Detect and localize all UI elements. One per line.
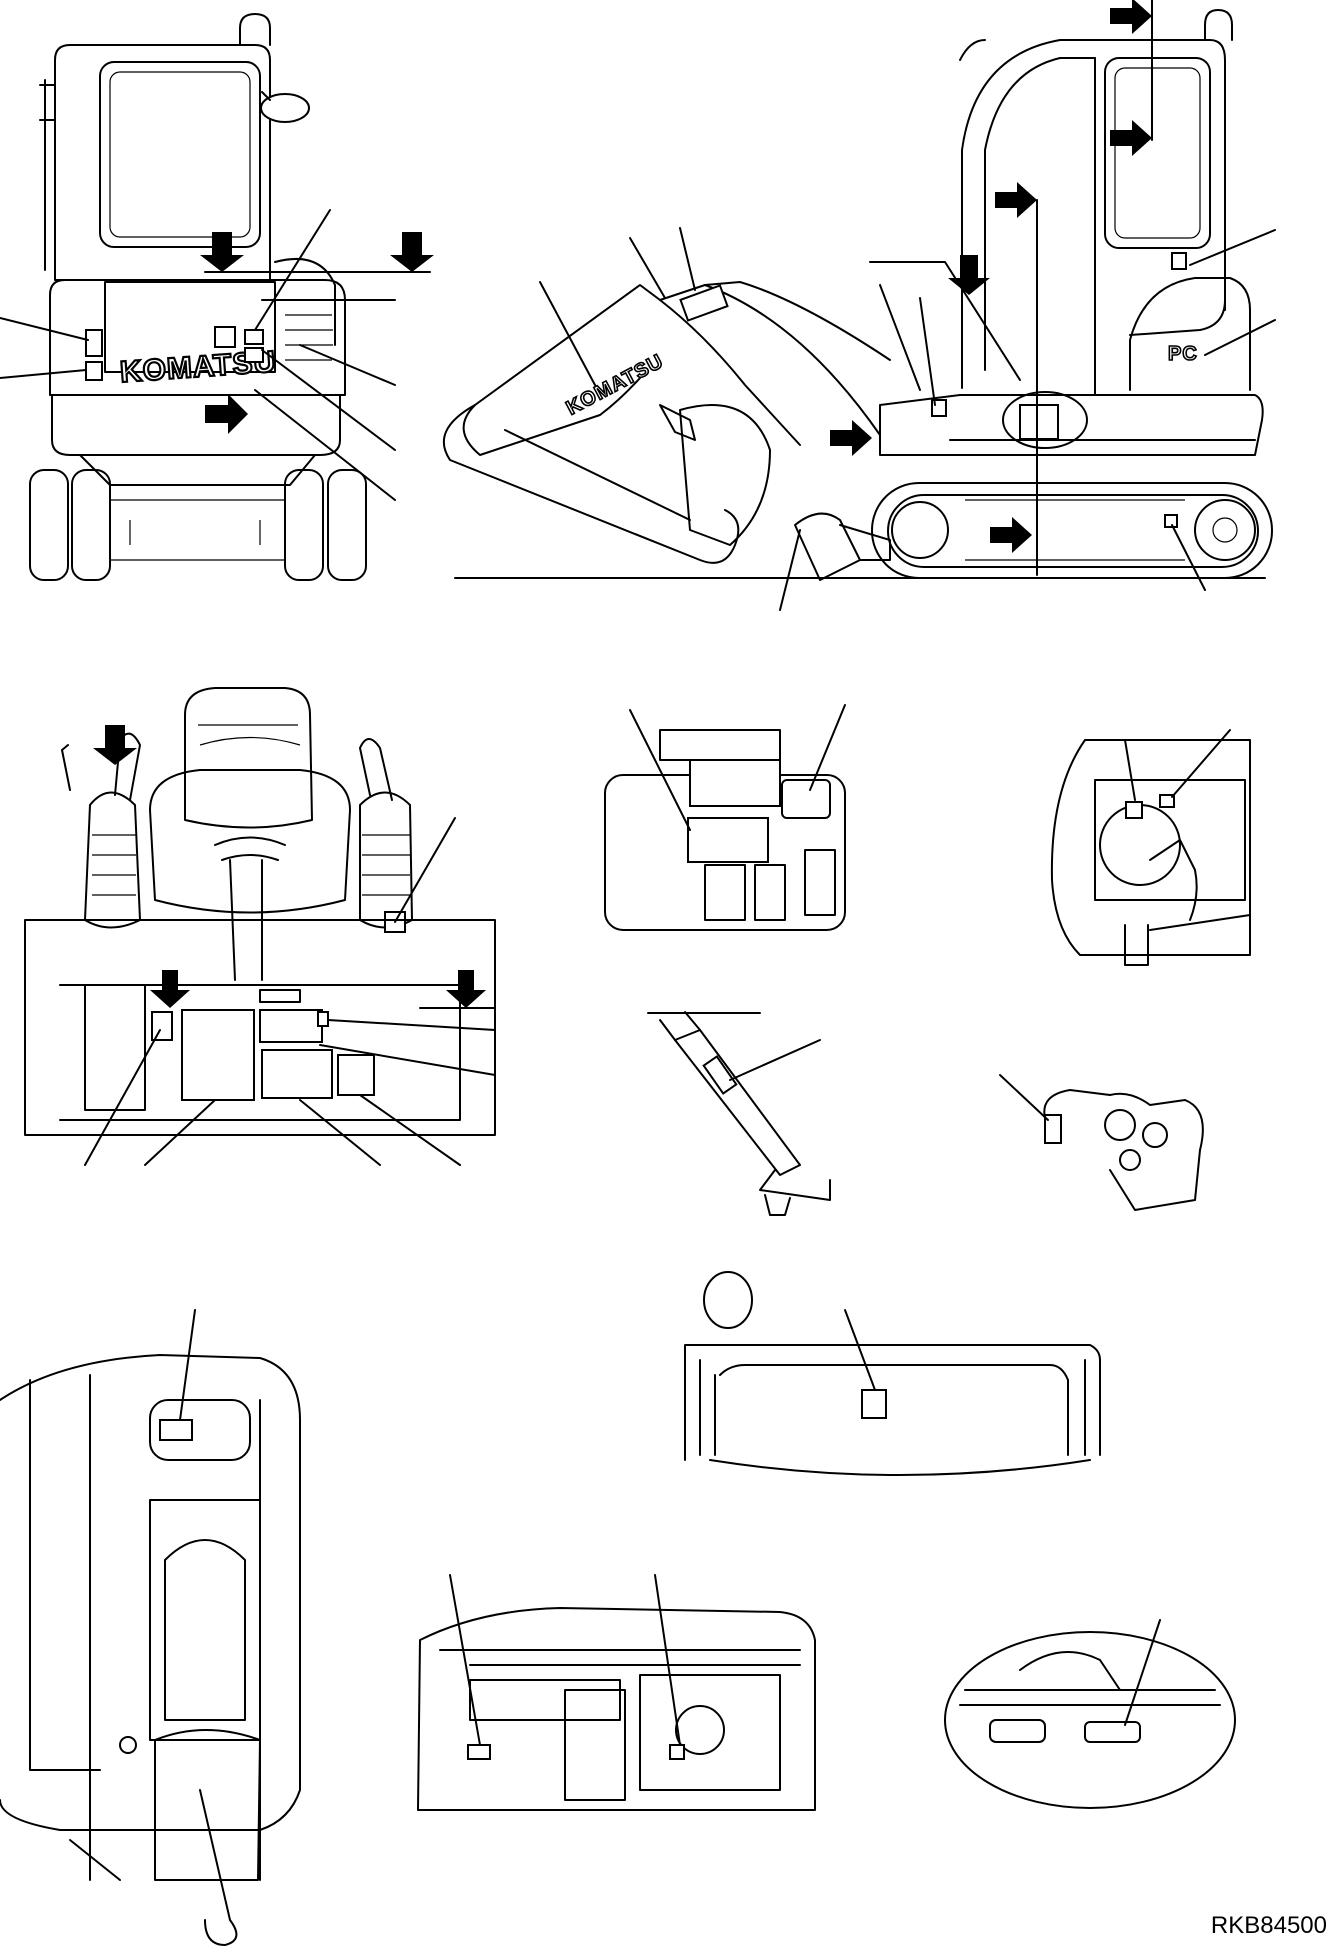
arrow-right-icon	[1110, 0, 1152, 34]
arrow-down-icon	[446, 970, 486, 1008]
label-console	[159, 1419, 193, 1441]
ellipse-detail	[944, 1619, 1236, 1809]
label-tank-1	[1125, 801, 1143, 819]
label-valve	[1044, 1114, 1062, 1144]
brand-logo-boom: KOMATSU	[563, 350, 667, 419]
label-track-frame	[1164, 514, 1178, 528]
label-rear-2	[244, 329, 264, 345]
label-tank-2	[1159, 794, 1175, 808]
arrow-right-icon	[205, 394, 248, 434]
label-floor-2	[181, 1009, 255, 1101]
arrow-right-icon	[995, 182, 1037, 218]
panel-view	[604, 704, 846, 931]
label-rear-1	[214, 326, 236, 348]
arrow-right-icon	[830, 420, 872, 456]
label-ellipse	[1084, 1721, 1141, 1743]
label-floor-3	[259, 1009, 323, 1043]
arrow-right-icon	[990, 517, 1032, 553]
rops-detail	[684, 1271, 1101, 1476]
label-panel-1	[687, 817, 769, 863]
cylinder-detail	[647, 1011, 831, 1216]
label-panel-2	[781, 779, 831, 819]
arrow-down-icon	[150, 970, 190, 1008]
label-frame-2	[669, 1744, 685, 1760]
drawing-code: RKB84500	[1210, 1912, 1327, 1939]
label-floor-4	[261, 1049, 333, 1099]
label-side-cab	[1171, 252, 1187, 270]
valve-detail	[999, 1074, 1204, 1211]
label-floor-1	[151, 1011, 173, 1041]
label-rops	[861, 1389, 887, 1419]
label-rear-4	[85, 329, 103, 357]
label-floor-5	[337, 1054, 375, 1096]
tank-detail	[1050, 729, 1251, 966]
side-view: PC KOMATSU	[442, 0, 1276, 611]
label-rear-5	[85, 361, 103, 381]
arrow-down-icon	[200, 232, 244, 272]
rear-view: KOMATSU	[0, 13, 434, 581]
label-rear-3	[244, 347, 264, 363]
arrow-down-icon	[390, 232, 434, 272]
arrow-right-icon	[1110, 120, 1152, 156]
console-detail	[0, 1309, 301, 1946]
seat-view	[24, 687, 496, 1166]
label-cylinder	[702, 1055, 738, 1095]
model-badge: PC	[1168, 343, 1198, 365]
label-arm	[679, 284, 729, 322]
frame-detail	[417, 1574, 816, 1811]
label-frame-1	[467, 1744, 491, 1760]
arrow-down-icon	[93, 725, 137, 765]
